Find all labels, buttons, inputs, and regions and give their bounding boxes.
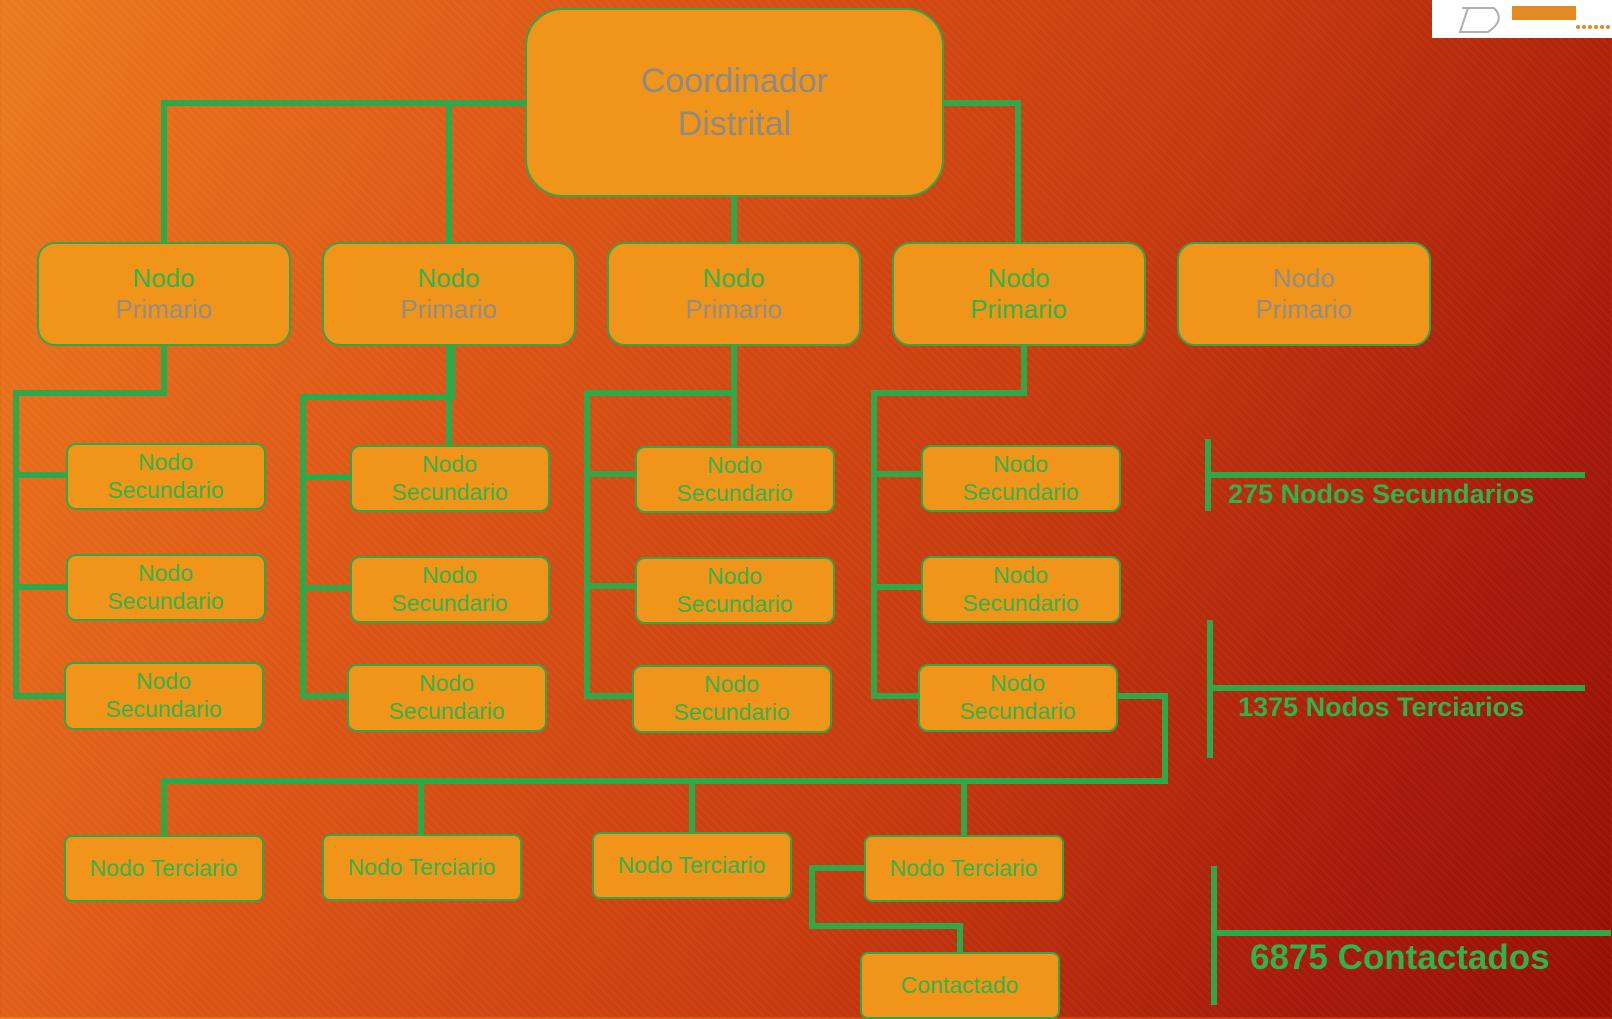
- tertiary-node-label: Nodo Terciario: [348, 853, 496, 880]
- secondary-node-line2: Secundario: [388, 698, 506, 724]
- tertiary-node: Nodo Terciario: [864, 835, 1064, 902]
- logo: [1432, 0, 1612, 38]
- primary-node-line1: Nodo: [417, 262, 481, 293]
- secondary-node: Nodo Secundario: [64, 662, 264, 730]
- secondary-count-label: 275 Nodos Secundarios: [1228, 479, 1535, 509]
- secondary-node-line1: Nodo: [707, 451, 763, 478]
- primary-node-2: Nodo Primario: [322, 242, 576, 346]
- contacts-count-label: 6875 Contactados: [1250, 938, 1550, 977]
- secondary-node: Nodo Secundario: [921, 556, 1121, 623]
- secondary-node-line1: Nodo: [707, 562, 763, 589]
- connector-col2-trunk: [300, 342, 455, 699]
- primary-node-line1: Nodo: [702, 262, 766, 293]
- secondary-node-line1: Nodo: [422, 450, 478, 477]
- secondary-node-line1: Nodo: [704, 671, 760, 698]
- connector-contact: [809, 865, 963, 955]
- secondary-node-line2: Secundario: [107, 587, 225, 614]
- coordinator-node: Coordinador Distrital: [525, 8, 944, 197]
- connector-tertiary-bus: [161, 693, 1168, 839]
- tertiary-node: Nodo Terciario: [322, 834, 522, 901]
- primary-node-line2: Primario: [115, 294, 213, 324]
- coordinator-line1: Coordinador: [640, 62, 829, 100]
- tertiary-node-label: Nodo Terciario: [90, 854, 238, 881]
- connector-col4-trunk: [871, 342, 1027, 699]
- secondary-node-line2: Secundario: [676, 590, 794, 617]
- secondary-node: Nodo Secundario: [347, 664, 547, 732]
- connector-coord-right: [941, 100, 1021, 245]
- primary-node-3: Nodo Primario: [607, 242, 861, 346]
- secondary-node: Nodo Secundario: [66, 443, 266, 510]
- secondary-node: Nodo Secundario: [350, 556, 550, 623]
- coordinator-line2: Distrital: [677, 104, 792, 143]
- tertiary-count-label: 1375 Nodos Terciarios: [1238, 692, 1525, 722]
- primary-node-line1: Nodo: [1272, 262, 1336, 293]
- primary-node-line2: Primario: [1255, 294, 1353, 324]
- primary-node-line1: Nodo: [987, 262, 1051, 293]
- secondary-node-line2: Secundario: [105, 696, 223, 722]
- connector-coord-left: [161, 100, 530, 245]
- tertiary-node-label: Nodo Terciario: [618, 851, 766, 878]
- secondary-node-line2: Secundario: [676, 479, 794, 506]
- secondary-node-line2: Secundario: [107, 476, 225, 503]
- secondary-node-line1: Nodo: [993, 561, 1049, 588]
- secondary-node-line1: Nodo: [136, 668, 192, 695]
- tertiary-node: Nodo Terciario: [64, 835, 264, 902]
- secondary-node-line1: Nodo: [419, 670, 475, 697]
- tertiary-node-label: Nodo Terciario: [890, 854, 1038, 881]
- secondary-node-line1: Nodo: [138, 559, 194, 586]
- secondary-node: Nodo Secundario: [66, 554, 266, 621]
- primary-node-5: Nodo Primario: [1177, 242, 1431, 346]
- secondary-node: Nodo Secundario: [918, 664, 1118, 732]
- primary-node-line2: Primario: [400, 294, 498, 324]
- secondary-node-line1: Nodo: [993, 450, 1049, 477]
- secondary-node-line2: Secundario: [673, 699, 791, 725]
- primary-node-line2: Primario: [685, 294, 783, 324]
- connector-col3-trunk: [584, 342, 737, 699]
- secondary-node-line2: Secundario: [391, 589, 509, 616]
- secondary-node-line1: Nodo: [422, 561, 478, 588]
- primary-node-1: Nodo Primario: [37, 242, 291, 346]
- primary-node-4: Nodo Primario: [892, 242, 1146, 346]
- secondary-node-line2: Secundario: [391, 478, 509, 505]
- secondary-node: Nodo Secundario: [350, 445, 550, 512]
- secondary-node-line2: Secundario: [962, 589, 1080, 616]
- secondary-node-line1: Nodo: [138, 448, 194, 475]
- secondary-node-line2: Secundario: [962, 478, 1080, 505]
- secondary-node: Nodo Secundario: [635, 557, 835, 624]
- primary-node-line1: Nodo: [132, 262, 196, 293]
- secondary-node: Nodo Secundario: [635, 446, 835, 513]
- logo-mark: [1458, 6, 1610, 33]
- primary-node-line2: Primario: [970, 294, 1068, 324]
- secondary-node: Nodo Secundario: [921, 445, 1121, 512]
- connector-col1-trunk: [13, 342, 167, 699]
- contact-node: Contactado: [860, 952, 1060, 1019]
- tertiary-node: Nodo Terciario: [592, 832, 792, 899]
- secondary-node-line1: Nodo: [990, 670, 1046, 697]
- secondary-node-line2: Secundario: [959, 698, 1077, 724]
- contact-node-label: Contactado: [901, 971, 1019, 998]
- secondary-node: Nodo Secundario: [632, 665, 832, 733]
